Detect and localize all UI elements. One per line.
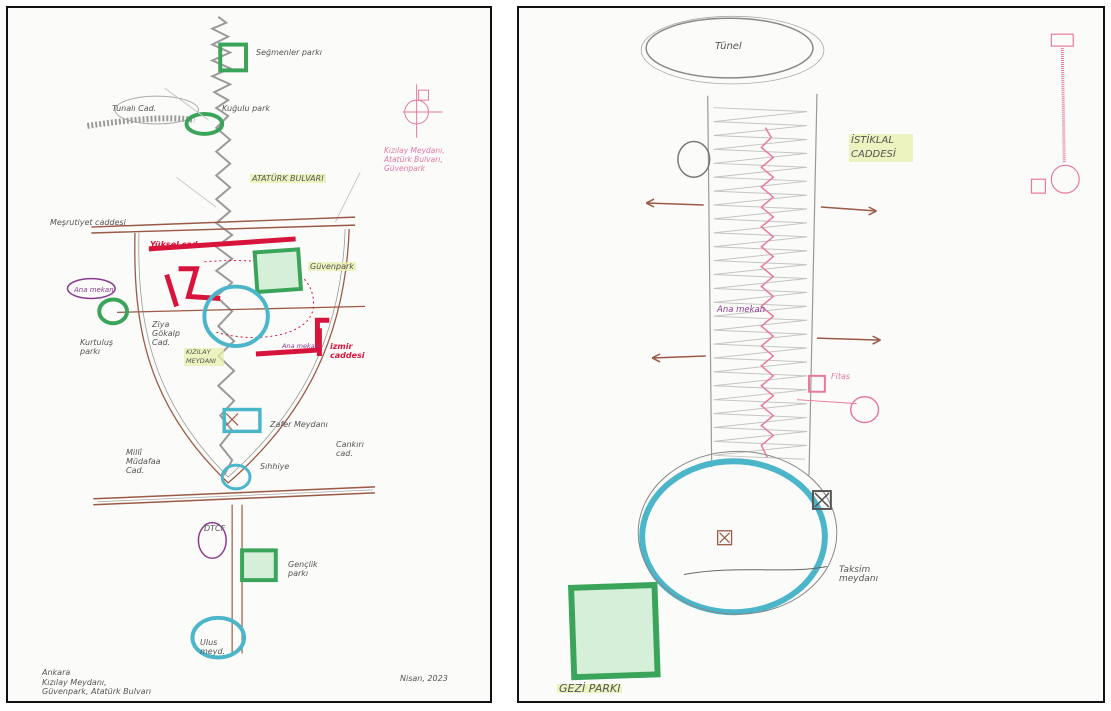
footer-places: Kızılay Meydanı, Güvenpark, Atatürk Bulv… (42, 678, 152, 696)
label-ana-mekan: Ana mekan (717, 305, 766, 315)
grey-circle-left (677, 140, 711, 178)
sketch-sheet-ankara: Seğmenler parkı Tunalı Cad. Kuğulu park … (6, 6, 492, 703)
taksim-circle (639, 458, 828, 616)
district-outline-inner (138, 229, 346, 478)
label-istiklal: İSTİKLAL CADDESİ (849, 134, 913, 162)
label-sihhiye: Sıhhiye (260, 462, 290, 471)
yuksel-route (148, 236, 296, 308)
segmenler-park-square (218, 42, 249, 73)
label-mesrutiyet: Meşrutiyet caddesi (50, 218, 126, 227)
izmir-route (255, 317, 330, 357)
grey-box-cross (814, 492, 830, 508)
label-tunali: Tunalı Cad. (112, 104, 157, 113)
label-ziya: Ziya Gökalp Cad. (152, 320, 180, 347)
sihhiye-circle (220, 463, 252, 491)
ana-mekan-oval (66, 277, 116, 300)
ziya-gokalp-line (117, 305, 366, 313)
kizilay-circle (202, 284, 270, 349)
footer-city: Ankara (42, 668, 71, 677)
pink-leader (797, 399, 857, 405)
street-scribble (713, 107, 808, 460)
tunel-ellipse-outer (640, 15, 825, 85)
label-fitas: Fitas (831, 372, 851, 381)
street-right-edge (808, 93, 818, 476)
district-outline (134, 229, 350, 484)
ataturk-boulevard-scribble (209, 16, 236, 476)
ankara-sketch-drawing (66, 16, 443, 660)
label-ulus: Ulus meyd. (200, 638, 226, 656)
label-segmenler: Seğmenler parkı (256, 48, 322, 57)
dtcf-oval (197, 521, 227, 560)
main-horizontal-road (93, 486, 375, 506)
label-ana-mekan: Ana mekan (74, 286, 114, 294)
guvenpark-square (252, 247, 304, 295)
zafer-cross (225, 413, 239, 426)
label-kurtulus: Kurtuluş parkı (80, 338, 114, 356)
kuglu-park-ring (184, 112, 225, 136)
label-guvenpark: Güvenpark (308, 262, 356, 271)
zafer-square (222, 407, 262, 434)
gezi-park-square (568, 581, 661, 681)
arrow-left-lower (651, 353, 706, 363)
pink-side-top (1050, 33, 1074, 47)
label-gezi: GEZİ PARKI (557, 682, 623, 695)
pink-axis (760, 127, 775, 458)
arrow-right-lower (816, 335, 881, 345)
label-kizilay-legend: Kızılay Meydanı, Atatürk Bulvarı, Güvenp… (384, 146, 445, 173)
label-zafer: Zafer Meydanı (270, 420, 328, 429)
taksim-circle-pencil (637, 450, 838, 615)
footer-date: Nisan, 2023 (400, 674, 448, 683)
label-izmir: izmir caddesi (330, 342, 365, 360)
ulus-circle (190, 615, 247, 660)
label-taksim: Taksim meydanı (839, 565, 879, 584)
fitas-square (808, 374, 826, 393)
label-yuksel: Yüksel cad. (150, 240, 201, 249)
pink-side-line (1060, 48, 1066, 164)
label-milli: Millî Müdafaa Cad. (126, 448, 161, 475)
tunali-oval (114, 95, 199, 125)
tunali-street-scribble (86, 115, 195, 129)
sketch-sheet-istiklal: Tünel İSTİKLAL CADDESİ Ana mekan Fitas T… (517, 6, 1105, 703)
genclik-park-square (240, 548, 278, 583)
arrow-right-upper (820, 206, 877, 216)
pink-circle-right (849, 395, 880, 424)
kurtulus-park-ring (97, 297, 129, 326)
street-left-edge (707, 95, 713, 468)
label-ana-mekan-2: Ana mekan (282, 342, 319, 350)
taksim-center-marker (716, 530, 733, 546)
grey-box (811, 490, 832, 510)
label-tunel: Tünel (715, 41, 742, 52)
label-genclik: Gençlik parkı (288, 560, 318, 578)
main-road-pencil (97, 489, 373, 503)
label-dtcf: DTCF (204, 524, 226, 533)
arrow-left-upper (645, 198, 704, 208)
label-kuglu: Kuğulu park (222, 104, 270, 113)
taksim-center-cross (719, 532, 730, 544)
label-kizilay-meydani: KIZILAY MEYDANI (184, 348, 224, 366)
label-ataturk: ATATÜRK BULVARI (250, 174, 326, 183)
tunel-ellipse (645, 17, 814, 79)
pink-side-square (1030, 178, 1046, 194)
istiklal-sketch-drawing (568, 15, 1080, 681)
label-cankiri: Cankırı cad. (336, 440, 364, 458)
pink-mini-cross (402, 84, 443, 138)
taksim-leader (683, 566, 827, 575)
pencil-diagonal-lines (164, 87, 361, 223)
mesrutiyet-street-line (91, 216, 356, 234)
pink-mini-square (418, 89, 430, 101)
pink-side-circle (1050, 164, 1080, 194)
